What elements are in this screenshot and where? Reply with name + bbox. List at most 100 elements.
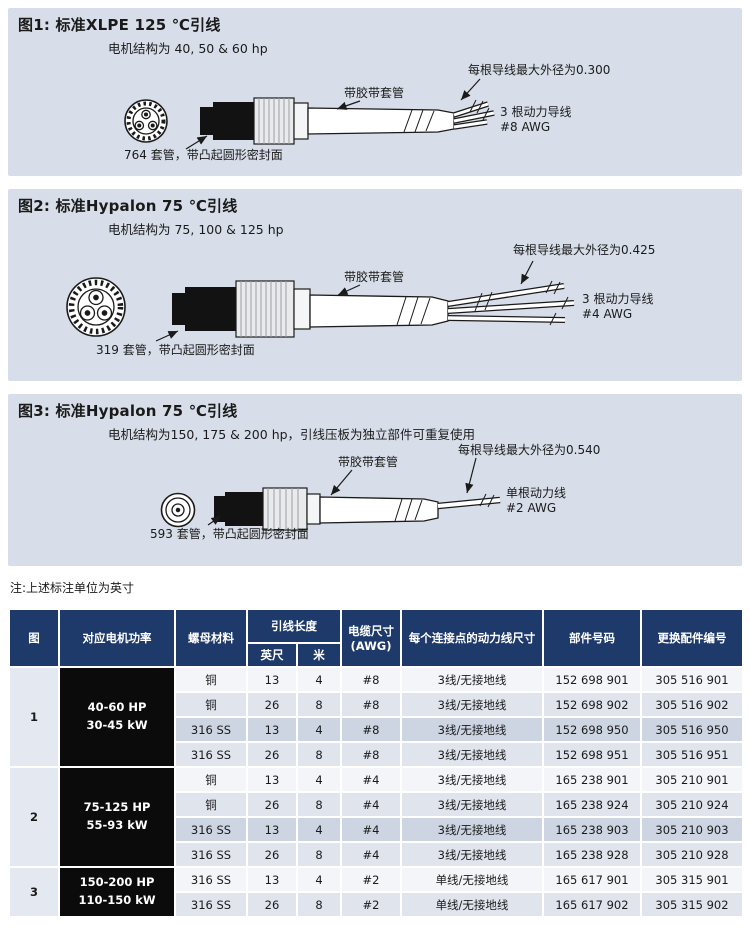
figure-2-diagram [66,260,575,342]
col-header-wire-size: 每个连接点的动力线尺寸 [400,608,544,668]
cable-size-cell: #8 [340,741,402,768]
col-header-motor-power: 对应电机功率 [58,608,176,668]
cable-assembly [200,97,495,145]
cable-assembly [214,487,501,531]
col-header-feet: 英尺 [246,642,298,668]
conductors-label-line1: 3 根动力导线 [500,105,572,119]
length-feet-cell: 26 [246,691,298,718]
tape-sleeve-label: 带胶带套管 [344,270,405,284]
col-header-figure: 图 [8,608,60,668]
bushing-label: 764 套管，带凸起圆形密封面 [124,148,283,162]
replacement-part-cell: 305 210 901 [640,766,744,793]
wire-config-cell: 3线/无接地线 [400,766,544,793]
cable-size-cell: #4 [340,841,402,868]
length-feet-cell: 26 [246,841,298,868]
cable-size-cell: #8 [340,716,402,743]
part-number-cell: 165 238 928 [542,841,642,868]
length-feet-cell: 13 [246,866,298,893]
figure-2-subtitle: 电机结构为 75, 100 & 125 hp [108,222,284,237]
part-number-cell: 152 698 902 [542,691,642,718]
length-feet-cell: 26 [246,891,298,918]
cable-size-cell: #8 [340,691,402,718]
motor-power-cell: 40-60 HP 30-45 kW [58,666,176,768]
length-feet-cell: 26 [246,791,298,818]
cable-size-cell: #4 [340,816,402,843]
max-od-label: 每根导线最大外径为0.540 [458,443,601,457]
nut-material-cell: 316 SS [174,891,248,918]
length-meters-cell: 8 [296,841,342,868]
wire-config-cell: 3线/无接地线 [400,666,544,693]
nut-material-cell: 316 SS [174,816,248,843]
leader-arrows [207,457,477,526]
conductors-label-line2: #4 AWG [582,307,633,321]
replacement-part-cell: 305 516 902 [640,691,744,718]
length-meters-cell: 4 [296,766,342,793]
length-meters-cell: 4 [296,816,342,843]
col-header-part-number: 部件号码 [542,608,642,668]
cable-size-cell: #2 [340,866,402,893]
replacement-part-cell: 305 315 902 [640,891,744,918]
figure-3-title: 图3: 标准Hypalon 75 ℃引线 [18,402,238,420]
figure-1-subtitle: 电机结构为 40, 50 & 60 hp [108,41,268,56]
tape-sleeve-label: 带胶带套管 [338,455,399,469]
nut-material-cell: 铜 [174,791,248,818]
motor-power-cell: 150-200 HP 110-150 kW [58,866,176,918]
cable-size-cell: #2 [340,891,402,918]
part-number-cell: 165 238 901 [542,766,642,793]
bushing-label: 593 套管，带凸起圆形密封面 [150,527,309,541]
connector-face [160,492,196,528]
part-number-cell: 152 698 951 [542,741,642,768]
nut-material-cell: 316 SS [174,866,248,893]
replacement-part-cell: 305 516 951 [640,741,744,768]
conductors-label: 3 根动力导线 #4 AWG [582,292,653,322]
length-meters-cell: 8 [296,691,342,718]
length-meters-cell: 8 [296,891,342,918]
replacement-part-cell: 305 210 903 [640,816,744,843]
wire-config-cell: 3线/无接地线 [400,816,544,843]
part-number-cell: 165 617 901 [542,866,642,893]
length-feet-cell: 13 [246,666,298,693]
length-feet-cell: 13 [246,766,298,793]
length-meters-cell: 8 [296,741,342,768]
units-note: 注:上述标注单位为英寸 [10,581,135,595]
nut-material-cell: 铜 [174,766,248,793]
figure-2-title: 图2: 标准Hypalon 75 ℃引线 [18,197,238,215]
cable-assembly [172,280,575,338]
figure-3-diagram [160,457,501,531]
part-number-cell: 165 238 924 [542,791,642,818]
figure-3-subtitle: 电机结构为150, 175 & 200 hp，引线压板为独立部件可重复使用 [108,427,476,442]
figure-2-panel: 图2: 标准Hypalon 75 ℃引线 电机结构为 75, 100 & 125… [8,189,742,381]
conductors-label: 单根动力线 #2 AWG [506,486,566,516]
length-meters-cell: 4 [296,866,342,893]
tape-sleeve-label: 带胶带套管 [344,86,405,100]
wire-config-cell: 单线/无接地线 [400,866,544,893]
replacement-part-cell: 305 516 950 [640,716,744,743]
replacement-part-cell: 305 516 901 [640,666,744,693]
conductors-label: 3 根动力导线 #8 AWG [500,105,571,135]
length-meters-cell: 4 [296,716,342,743]
col-header-meters: 米 [296,642,342,668]
bushing-label: 319 套管，带凸起圆形密封面 [96,343,255,357]
nut-material-cell: 铜 [174,691,248,718]
length-feet-cell: 13 [246,716,298,743]
part-number-cell: 165 617 902 [542,891,642,918]
figure-number-cell: 3 [8,866,60,918]
nut-material-cell: 316 SS [174,741,248,768]
replacement-part-cell: 305 210 924 [640,791,744,818]
figure-number-cell: 2 [8,766,60,868]
length-feet-cell: 26 [246,741,298,768]
replacement-part-cell: 305 315 901 [640,866,744,893]
nut-material-cell: 316 SS [174,841,248,868]
wire-config-cell: 3线/无接地线 [400,841,544,868]
